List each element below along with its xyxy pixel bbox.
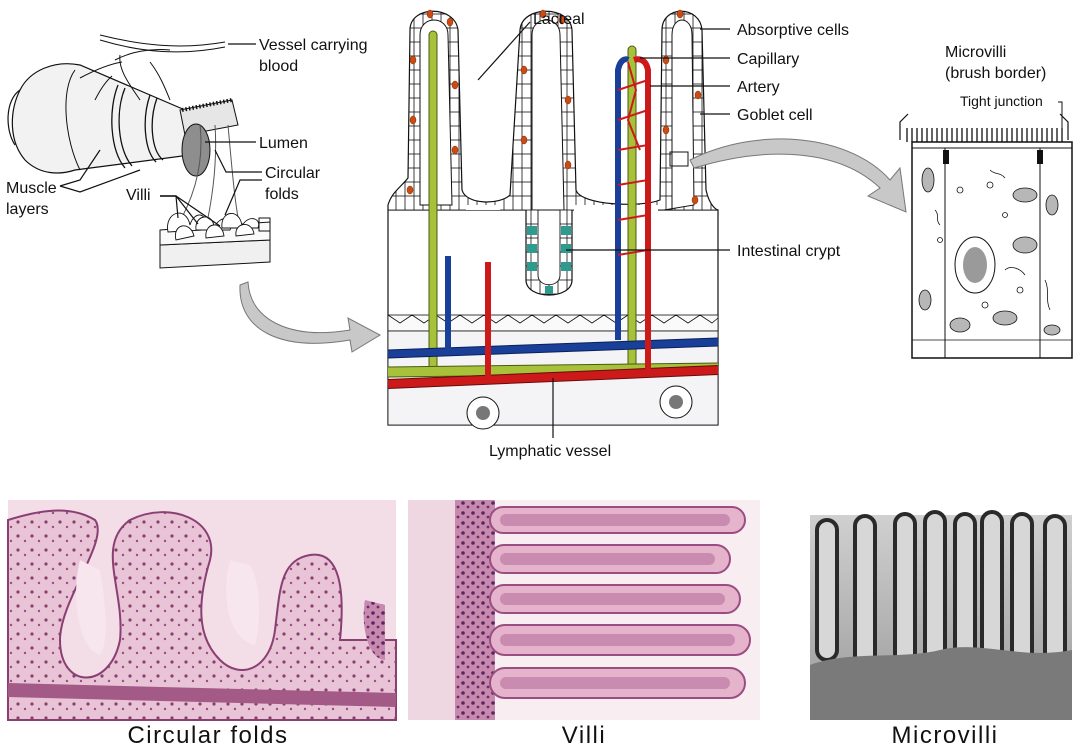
- label-tight-junction: Tight junction: [960, 93, 1043, 109]
- label-goblet-cell: Goblet cell: [737, 107, 813, 124]
- caption-villi: Villi: [561, 722, 607, 749]
- intestine-segment-drawing: [7, 34, 271, 269]
- left-leader-lines: [59, 43, 262, 227]
- label-circular-folds-line2: folds: [265, 186, 299, 203]
- label-muscle-layers-line1: Muscle: [6, 180, 57, 197]
- label-artery: Artery: [737, 79, 780, 96]
- caption-circular-folds: Circular folds: [127, 722, 289, 749]
- villus-diagram: [387, 9, 719, 430]
- label-circular-folds-line1: Circular: [265, 165, 321, 182]
- label-microvilli-line2: (brush border): [945, 65, 1046, 82]
- caption-microvilli: Microvilli: [891, 722, 999, 749]
- right-leader-lines: [1058, 101, 1063, 128]
- label-lacteal: Lacteal: [533, 11, 585, 28]
- middle-leader-lines: [477, 21, 730, 438]
- absorptive-cell-diagram: [899, 113, 1073, 359]
- label-lymphatic-vessel: Lymphatic vessel: [489, 443, 611, 460]
- label-vessel-line1: Vessel carrying: [259, 37, 368, 54]
- label-absorptive-cells: Absorptive cells: [737, 22, 849, 39]
- micrograph-microvilli: [810, 510, 1072, 720]
- micrograph-circular-folds: [7, 500, 397, 721]
- label-lumen: Lumen: [259, 135, 308, 152]
- label-muscle-layers-line2: layers: [6, 201, 49, 218]
- label-vessel-line2: blood: [259, 58, 298, 75]
- arrow-middle-to-right: [689, 138, 907, 213]
- diagram-labels: Vessel carrying blood Lumen Circular fol…: [6, 11, 1046, 460]
- micrograph-villi: [408, 500, 760, 720]
- label-microvilli-line1: Microvilli: [945, 44, 1006, 61]
- arrow-left-to-middle: [239, 281, 382, 353]
- label-capillary: Capillary: [737, 51, 799, 68]
- label-villi: Villi: [126, 187, 151, 204]
- label-intestinal-crypt: Intestinal crypt: [737, 243, 841, 260]
